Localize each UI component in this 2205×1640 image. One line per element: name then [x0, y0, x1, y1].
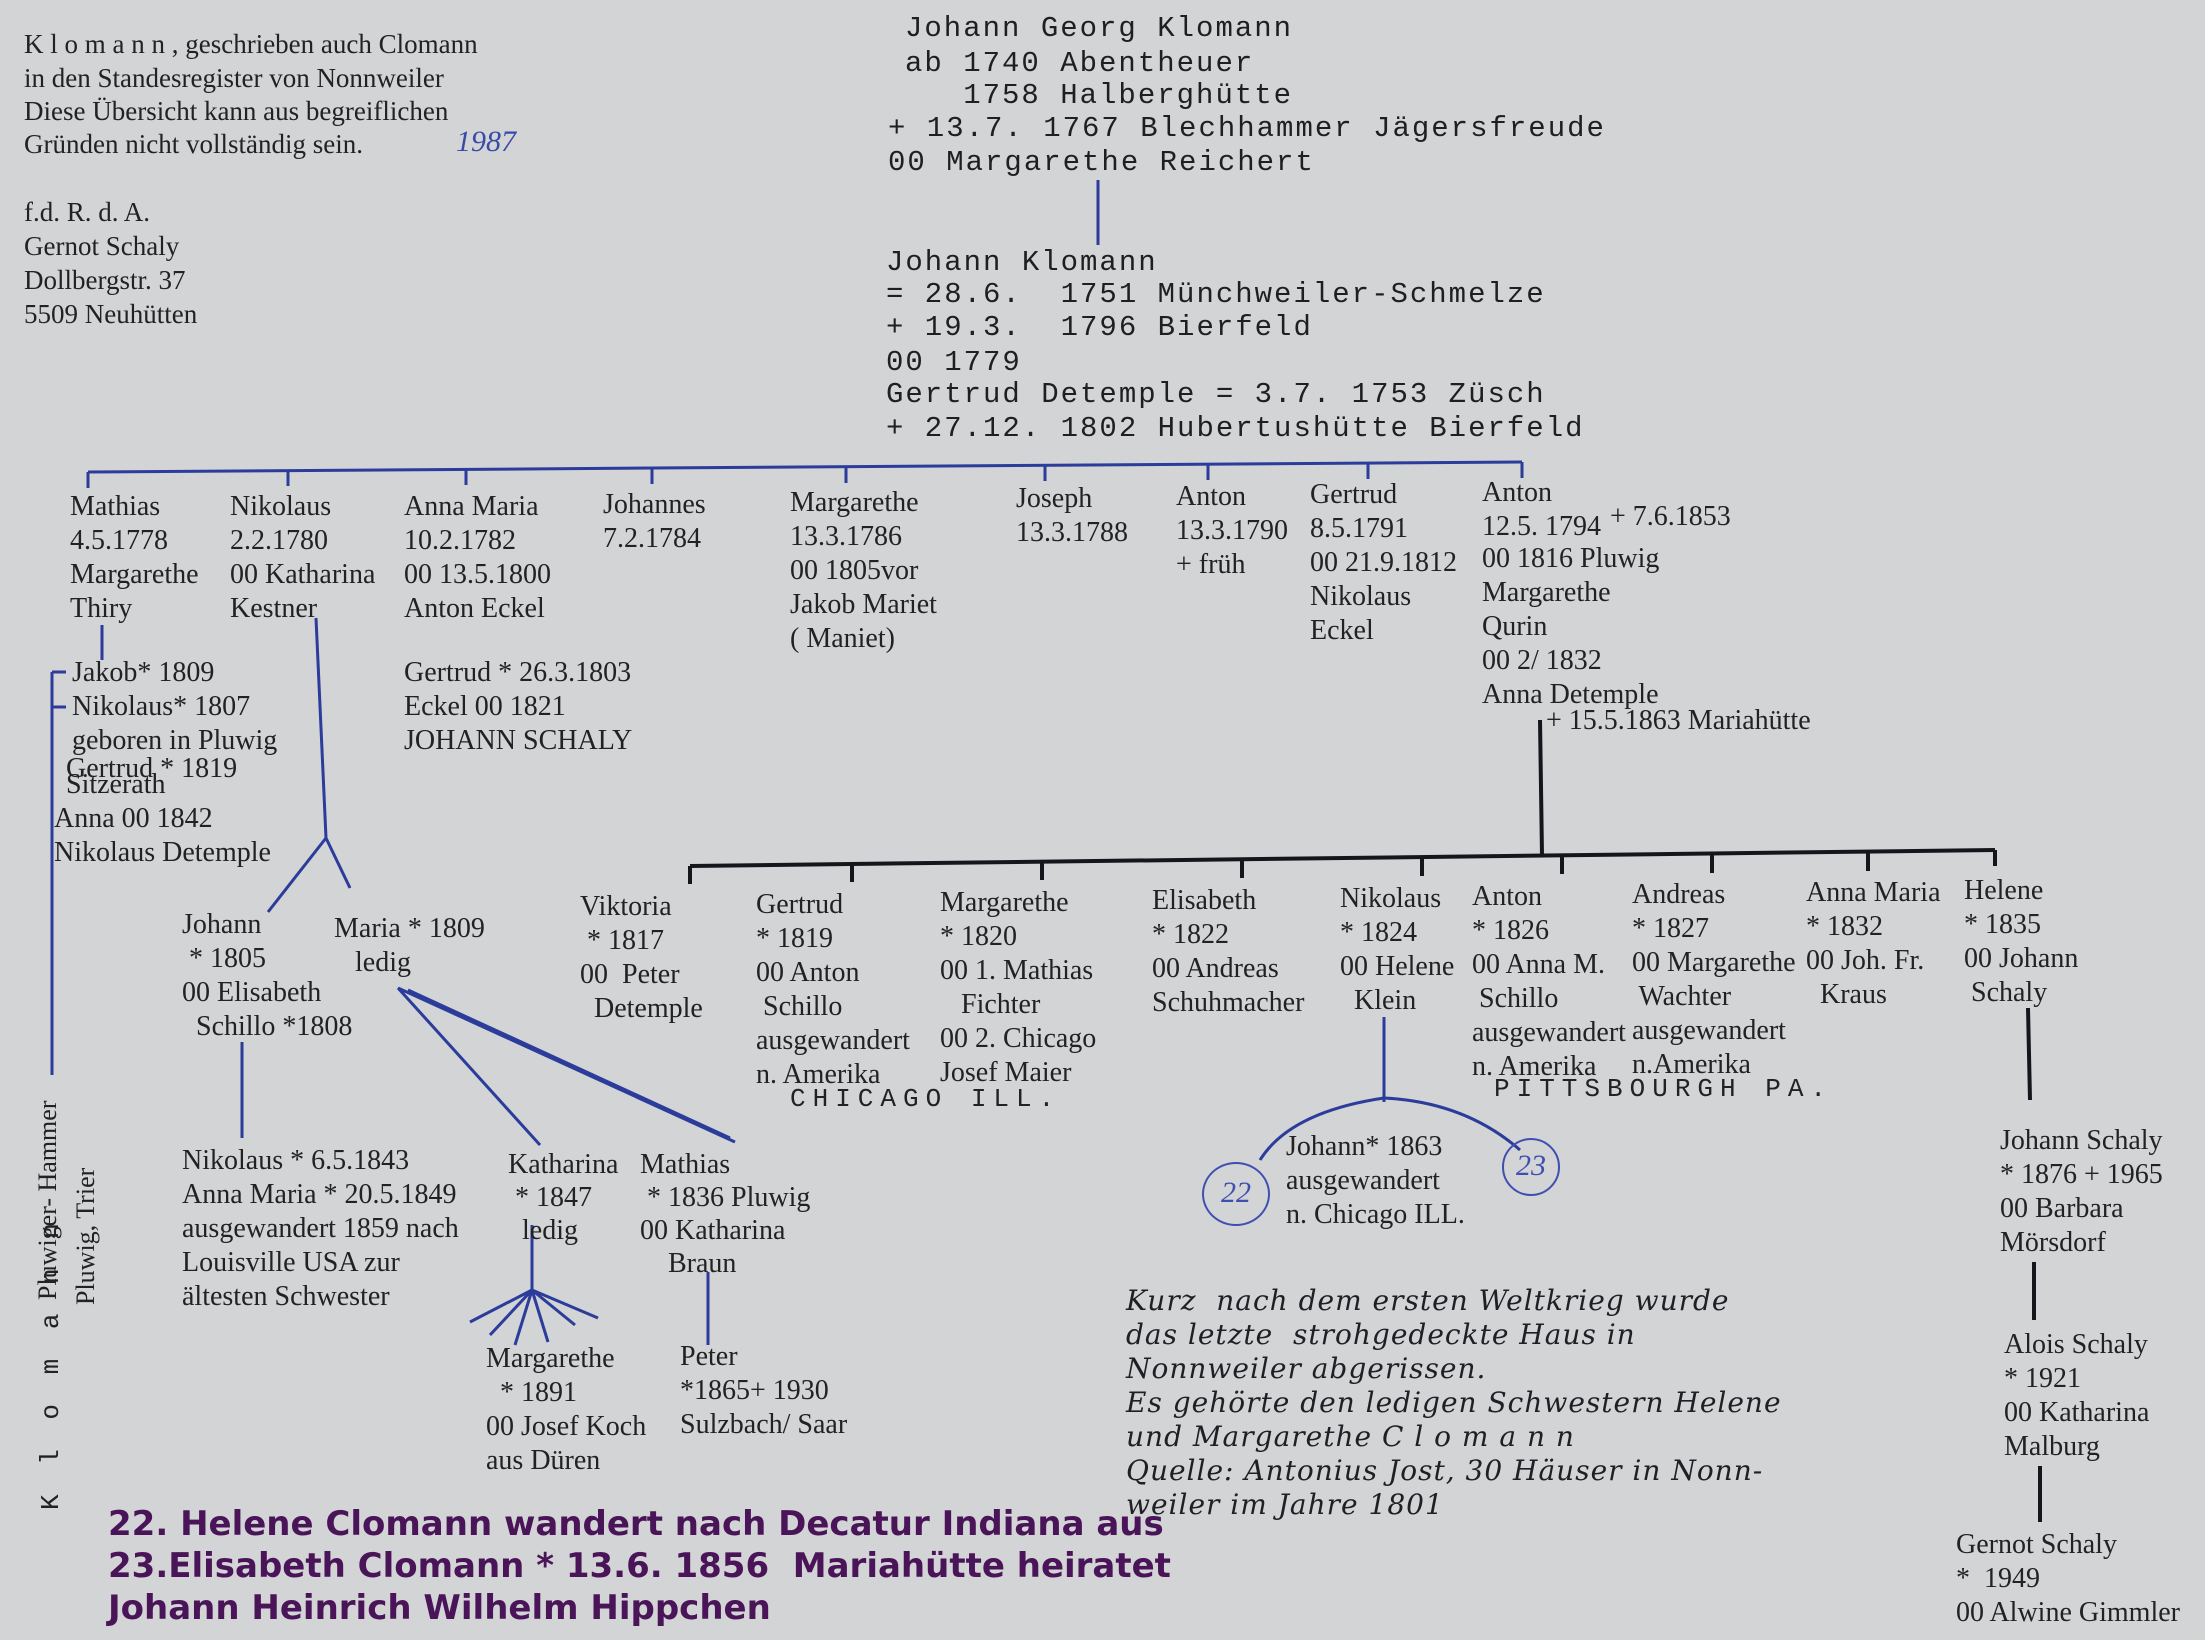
anton-child-anton: Anton * 1826 00 Anna M. Schillo ausgewan…	[1472, 881, 1626, 1082]
gen2-line-2: = 28.6. 1751 Münchweiler-Schmelze	[886, 278, 1546, 311]
mathias-kid-jakob: Jakob* 1809	[72, 657, 215, 688]
johann-kids: Nikolaus * 6.5.1843 Anna Maria * 20.5.18…	[182, 1145, 459, 1312]
header-note-line-2: in den Standesregister von Nonnweiler	[24, 63, 444, 93]
footer-line-1: 22. Helene Clomann wandert nach Decatur …	[108, 1504, 1164, 1544]
gen1-line-4: + 13.7. 1767 Blechhammer Jägersfreude	[888, 112, 1606, 145]
child-gertrud: Gertrud 8.5.1791 00 21.9.1812 Nikolaus E…	[1310, 479, 1457, 646]
mathias-kid-sitzerath: Sitzerath	[66, 769, 166, 800]
note-line-7: weiler im Jahre 1801	[1126, 1488, 1444, 1521]
nikolaus-kid-johann: Johann * 1805 00 Elisabeth Schillo *1808	[182, 909, 353, 1042]
mathias-kid-nikolaus: Nikolaus* 1807	[72, 691, 251, 722]
anton-child-gertrud: Gertrud * 1819 00 Anton Schillo ausgewan…	[756, 889, 910, 1090]
anna-maria-kid: Gertrud * 26.3.1803 Eckel 00 1821 JOHANN…	[404, 657, 633, 756]
author-line-3: Dollbergstr. 37	[24, 265, 186, 295]
child-anton-1790: Anton 13.3.1790 + früh	[1176, 481, 1288, 580]
schaly-alois: Alois Schaly * 1921 00 Katharina Malburg	[2004, 1329, 2150, 1462]
vertical-trier: Pluwig, Trier	[71, 1167, 100, 1305]
note-line-2: das letzte strohgedeckte Haus in	[1126, 1318, 1636, 1351]
gen1-line-2: ab 1740 Abentheuer	[905, 47, 1255, 80]
child-joseph: Joseph 13.3.1788	[1016, 483, 1128, 548]
anton-child-helene: Helene * 1835 00 Johann Schaly	[1964, 875, 2079, 1008]
mathias-kid-detemple: Nikolaus Detemple	[54, 837, 271, 868]
gen1-line-1: Johann Georg Klomann	[905, 12, 1294, 45]
child-johannes: Johannes 7.2.1784	[603, 489, 706, 554]
gen1-line-5: 00 Margarethe Reichert	[888, 146, 1315, 179]
maria-kid-katharina: Katharina * 1847 ledig	[508, 1149, 619, 1246]
gen2-line-5: Gertrud Detemple = 3.7. 1753 Züsch	[886, 378, 1546, 411]
author-line-1: f.d. R. d. A.	[24, 197, 151, 227]
gen2-line-1: Johann Klomann	[886, 246, 1158, 279]
circle-marker-22: 22	[1202, 1162, 1270, 1226]
mathias-kid-geboren: geboren in Pluwig	[72, 725, 278, 756]
anton-child-anna-maria: Anna Maria * 1832 00 Joh. Fr. Kraus	[1806, 877, 1941, 1010]
nikolaus-kid-johann-1863: Johann* 1863 ausgewandert n. Chicago ILL…	[1286, 1131, 1465, 1230]
note-line-1: Kurz nach dem ersten Weltkrieg wurde	[1126, 1284, 1730, 1317]
note-line-5: und Margarethe C l o m a n n	[1126, 1420, 1575, 1453]
header-note-line-1: K l o m a n n , geschrieben auch Clomann	[24, 29, 478, 59]
footer-line-2: 23.Elisabeth Clomann * 13.6. 1856 Mariah…	[108, 1546, 1171, 1586]
author-line-2: Gernot Schaly	[24, 231, 180, 261]
katharina-kid-margarethe: Margarethe * 1891 00 Josef Koch aus Düre…	[486, 1343, 647, 1476]
maria-kid-mathias: Mathias * 1836 Pluwig 00 Katharina Braun	[640, 1149, 811, 1279]
anton-child-andreas: Andreas * 1827 00 Margarethe Wachter aus…	[1632, 879, 1796, 1080]
circle-marker-23: 23	[1502, 1138, 1560, 1196]
mathias-kid-peter: Peter *1865+ 1930 Sulzbach/ Saar	[680, 1341, 848, 1440]
schaly-gernot: Gernot Schaly * 1949 00 Alwine Gimmler	[1956, 1529, 2180, 1628]
anton-child-margarethe: Margarethe * 1820 00 1. Mathias Fichter …	[940, 887, 1097, 1088]
author-line-4: 5509 Neuhütten	[24, 299, 198, 329]
nikolaus-kid-maria: Maria * 1809 ledig	[334, 913, 485, 978]
child-margarethe: Margarethe 13.3.1786 00 1805vor Jakob Ma…	[790, 487, 937, 654]
chicago-label: CHICAGO ILL.	[790, 1084, 1062, 1114]
child-nikolaus: Nikolaus 2.2.1780 00 Katharina Kestner	[230, 491, 376, 624]
child-anna-maria: Anna Maria 10.2.1782 00 13.5.1800 Anton …	[404, 491, 551, 624]
anton-child-nikolaus: Nikolaus * 1824 00 Helene Klein	[1340, 883, 1455, 1016]
anton-marriages: 00 1816 Pluwig Margarethe Qurin 00 2/ 18…	[1482, 543, 1660, 710]
gen2-line-4: 00 1779	[886, 346, 1022, 379]
schaly-johann: Johann Schaly * 1876 + 1965 00 Barbara M…	[2000, 1125, 2163, 1258]
mathias-kid-anna: Anna 00 1842	[54, 803, 213, 834]
child-anton-1794: Anton 12.5. 1794	[1482, 477, 1601, 542]
note-line-4: Es gehörte den ledigen Schwestern Helene	[1126, 1386, 1782, 1419]
child-mathias: Mathias 4.5.1778 Margarethe Thiry	[70, 491, 199, 624]
footer-line-3: Johann Heinrich Wilhelm Hippchen	[108, 1588, 771, 1628]
gen1-line-3: 1758 Halberghütte	[905, 79, 1294, 112]
header-note-line-4: Gründen nicht vollständig sein.	[24, 129, 363, 159]
note-line-3: Nonnweiler abgerissen.	[1126, 1352, 1487, 1385]
gen2-line-6: + 27.12. 1802 Hubertushütte Bierfeld	[886, 412, 1585, 445]
mathias-kid-gertrud: Gertrud * 1819	[66, 753, 238, 784]
vertical-hammer: Pluwiger- Hammer	[33, 1100, 62, 1300]
pittsburgh-label: PITTSBOURGH PA.	[1494, 1074, 1834, 1104]
anton-death: + 7.6.1853	[1610, 501, 1731, 532]
year-note: 1987	[456, 125, 516, 158]
note-line-6: Quelle: Antonius Jost, 30 Häuser in Nonn…	[1126, 1454, 1764, 1487]
anna-detemple-death: + 15.5.1863 Mariahütte	[1546, 705, 1811, 736]
gen2-line-3: + 19.3. 1796 Bierfeld	[886, 311, 1313, 344]
anton-child-viktoria: Viktoria * 1817 00 Peter Detemple	[580, 891, 703, 1024]
anton-child-elisabeth: Elisabeth * 1822 00 Andreas Schuhmacher	[1152, 885, 1305, 1018]
header-note-line-3: Diese Übersicht kann aus begreiflichen	[24, 96, 449, 126]
